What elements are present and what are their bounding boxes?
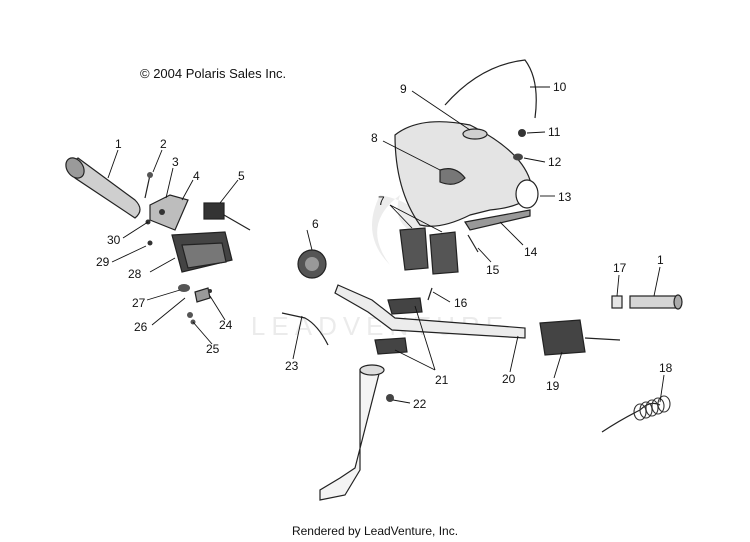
- label-19: 19: [546, 379, 560, 393]
- label-11: 11: [548, 125, 561, 139]
- steering-column[interactable]: [319, 364, 394, 501]
- label-30: 30: [107, 233, 121, 247]
- label-1-right: 1: [657, 253, 664, 267]
- label-5: 5: [238, 169, 245, 183]
- label-15: 15: [486, 263, 500, 277]
- handlebar[interactable]: [334, 284, 526, 339]
- label-10: 10: [553, 80, 567, 94]
- screw-part-15[interactable]: [467, 234, 479, 253]
- strip-part-14[interactable]: [464, 209, 531, 231]
- plug-17[interactable]: [611, 295, 623, 309]
- label-2: 2: [160, 137, 167, 151]
- label-25: 25: [206, 342, 220, 356]
- label-9: 9: [400, 82, 407, 96]
- grip-left[interactable]: [62, 154, 141, 219]
- label-24: 24: [219, 318, 233, 332]
- label-29: 29: [96, 255, 110, 269]
- leader-lines: [107, 86, 665, 404]
- rendered-by-footer: Rendered by LeadVenture, Inc.: [291, 524, 459, 538]
- label-6: 6: [312, 217, 319, 231]
- throttle-cable[interactable]: [281, 312, 329, 346]
- label-4: 4: [193, 169, 200, 183]
- fastener-11[interactable]: [518, 129, 526, 137]
- label-20: 20: [502, 372, 516, 386]
- label-22: 22: [413, 397, 427, 411]
- fastener-12[interactable]: [513, 153, 523, 161]
- label-21: 21: [435, 373, 449, 387]
- label-7: 7: [378, 194, 385, 208]
- label-17: 17: [613, 261, 627, 275]
- label-18: 18: [659, 361, 673, 375]
- clamp-upper[interactable]: [387, 297, 423, 315]
- grip-right[interactable]: [629, 294, 683, 310]
- label-13: 13: [558, 190, 572, 204]
- small-parts-24-30[interactable]: [145, 219, 213, 325]
- handlebar-pad[interactable]: [394, 121, 539, 227]
- callout-labels: 1 2 3 4 5 6 7 8 9 10 11 12 13 14 15 16 1…: [96, 80, 673, 411]
- strap[interactable]: [444, 59, 537, 119]
- copyright-notice: © 2004 Polaris Sales Inc.: [140, 66, 287, 81]
- bolt-16[interactable]: [427, 287, 433, 301]
- switch-part-5[interactable]: [203, 202, 251, 231]
- throttle-bracket[interactable]: [149, 194, 189, 231]
- label-28: 28: [128, 267, 142, 281]
- label-16: 16: [454, 296, 468, 310]
- right-control-switch[interactable]: [539, 319, 621, 356]
- label-3: 3: [172, 155, 179, 169]
- label-23: 23: [285, 359, 299, 373]
- label-12: 12: [548, 155, 562, 169]
- label-1-left: 1: [115, 137, 122, 151]
- steering-hub[interactable]: [297, 249, 327, 279]
- clamp-lower[interactable]: [374, 337, 408, 355]
- label-27: 27: [132, 296, 146, 310]
- label-14: 14: [524, 245, 538, 259]
- label-26: 26: [134, 320, 148, 334]
- screw-part-2[interactable]: [144, 172, 153, 199]
- clamp-brackets[interactable]: [399, 227, 459, 275]
- throttle-housing[interactable]: [171, 231, 233, 273]
- label-8: 8: [371, 131, 378, 145]
